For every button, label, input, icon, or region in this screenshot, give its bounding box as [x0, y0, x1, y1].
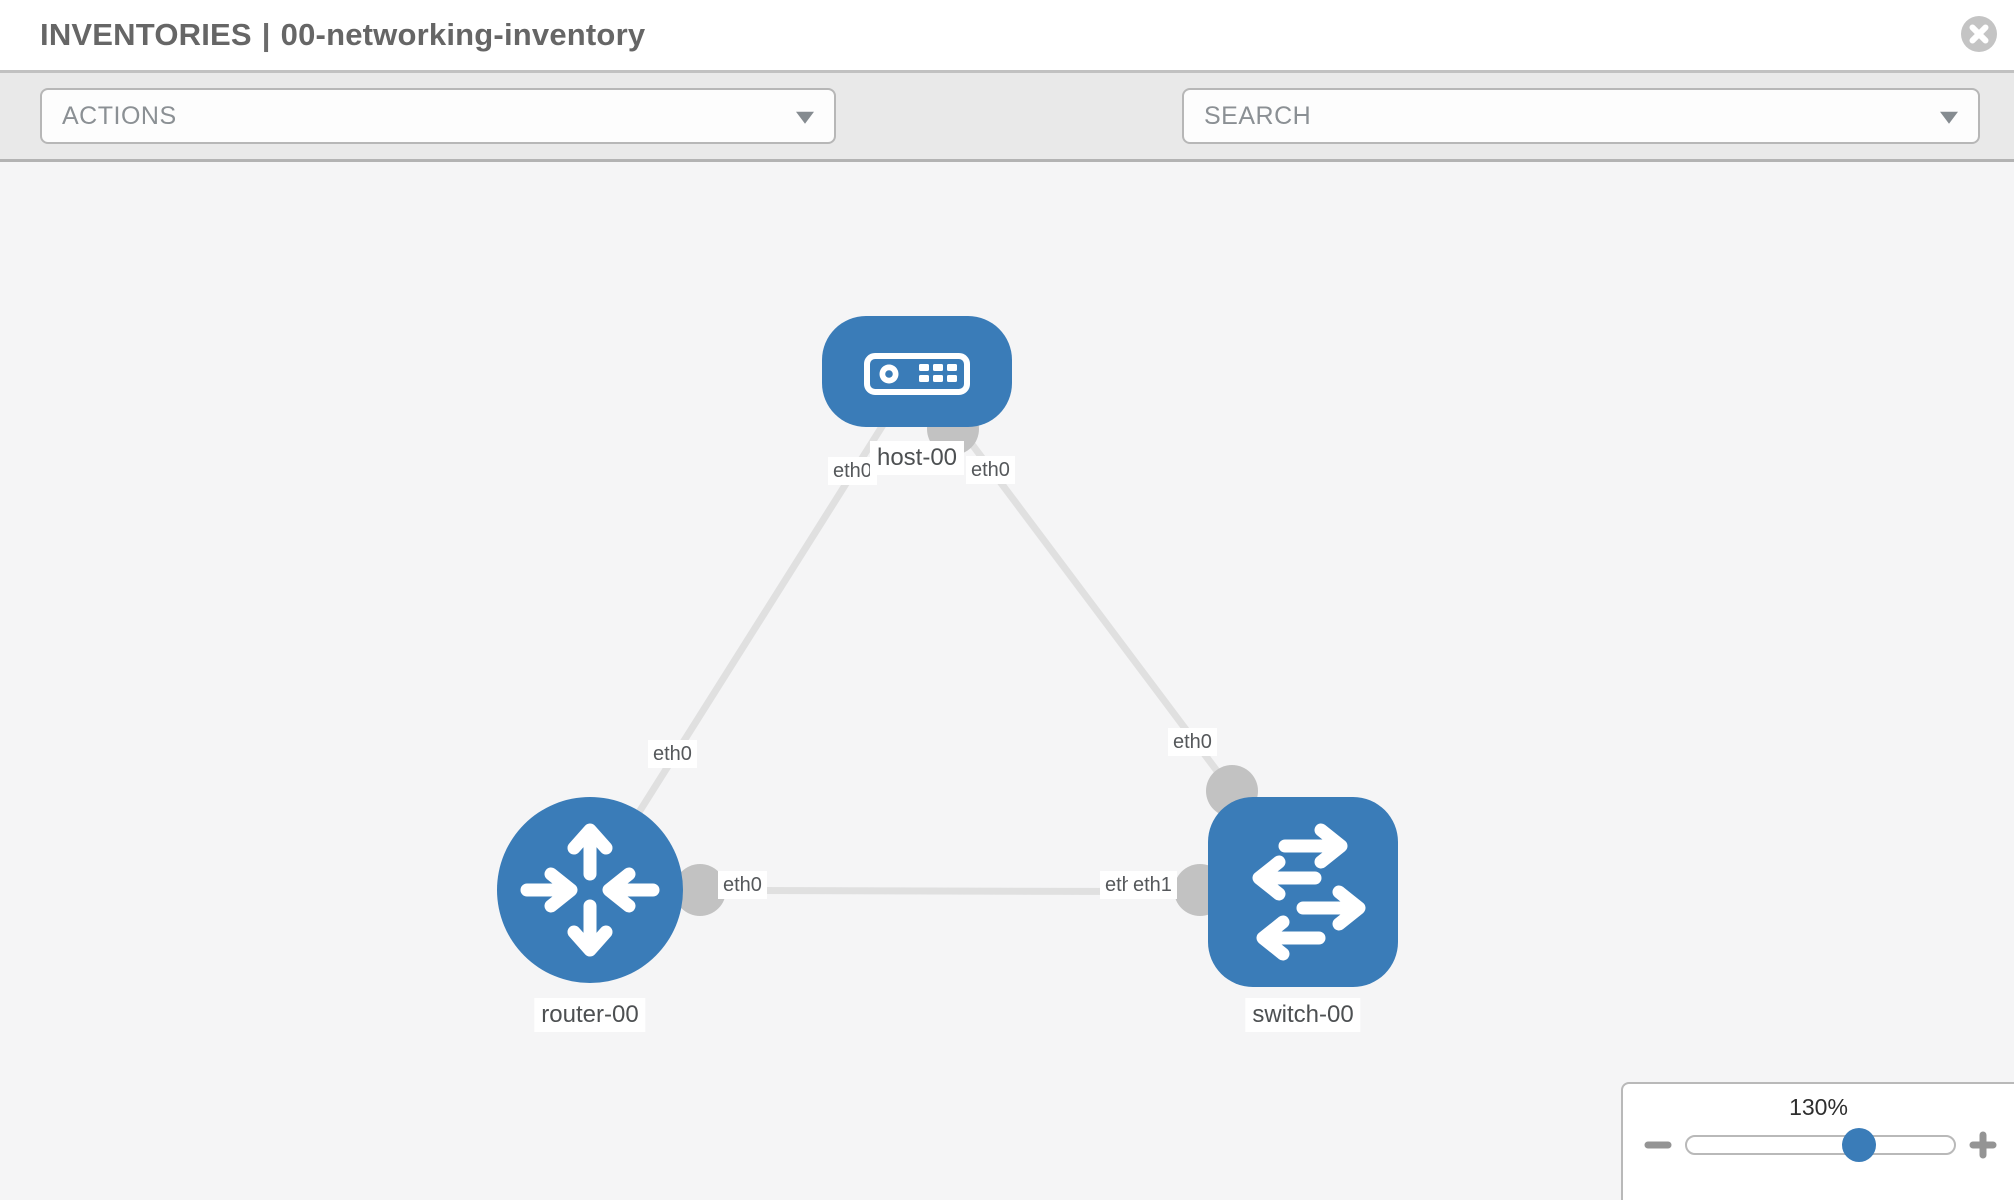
- zoom-out-icon[interactable]: [1643, 1130, 1673, 1160]
- close-button[interactable]: [1960, 15, 1998, 53]
- page-title: INVENTORIES | 00-networking-inventory: [40, 17, 645, 53]
- inventory-name: 00-networking-inventory: [280, 17, 646, 52]
- switch-icon: [1252, 823, 1366, 961]
- title-separator: |: [261, 17, 271, 52]
- node-switch-00[interactable]: [1208, 797, 1398, 987]
- interface-label: eth0: [1168, 728, 1217, 756]
- topology-canvas[interactable]: eth0 eth0 eth0 eth0 eth0 eth0 eth1 host-…: [0, 162, 2014, 1200]
- interface-label: eth1: [1128, 871, 1177, 899]
- node-host-00[interactable]: [822, 316, 1012, 427]
- stub-router-right: [674, 864, 726, 916]
- close-icon: [1961, 16, 1997, 52]
- interface-label: eth0: [828, 457, 877, 485]
- zoom-panel: 130%: [1621, 1082, 2014, 1200]
- zoom-slider-thumb[interactable]: [1842, 1128, 1877, 1162]
- node-router-00[interactable]: [497, 797, 683, 983]
- interface-label: eth0: [718, 871, 767, 899]
- actions-dropdown-label: ACTIONS: [62, 101, 177, 130]
- host-icon: [864, 353, 970, 395]
- node-label-router: router-00: [534, 998, 646, 1032]
- zoom-slider[interactable]: [1685, 1128, 1956, 1162]
- zoom-level: 130%: [1789, 1094, 1848, 1120]
- zoom-in-icon[interactable]: [1968, 1130, 1998, 1160]
- search-dropdown[interactable]: SEARCH: [1182, 88, 1980, 144]
- title-section: INVENTORIES: [40, 17, 252, 52]
- chevron-down-icon: [796, 111, 814, 124]
- node-label-host: host-00: [869, 441, 965, 475]
- window-header: INVENTORIES | 00-networking-inventory: [0, 0, 2014, 73]
- router-icon: [520, 823, 660, 957]
- chevron-down-icon: [1940, 111, 1958, 124]
- topology-graph: [497, 316, 1398, 987]
- search-dropdown-label: SEARCH: [1204, 101, 1312, 130]
- node-label-switch: switch-00: [1245, 998, 1361, 1032]
- interface-label: eth0: [966, 456, 1015, 484]
- interface-label: eth0: [648, 740, 697, 768]
- actions-dropdown[interactable]: ACTIONS: [40, 88, 836, 144]
- toolbar: ACTIONS SEARCH: [0, 73, 2014, 216]
